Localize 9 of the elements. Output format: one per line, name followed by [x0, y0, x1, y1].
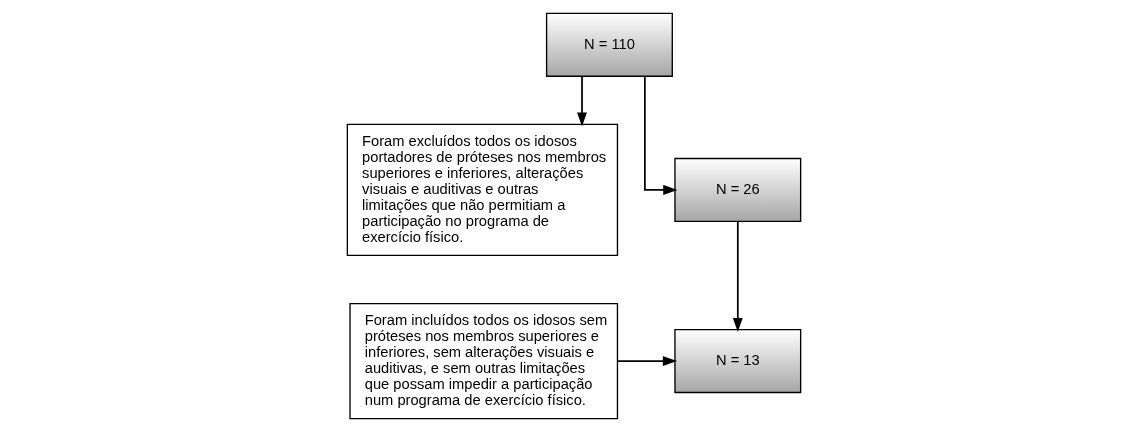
arrow	[576, 75, 587, 127]
node-box: Foram incluídos todos os idosos sem próteses nos membros superiores e inferiores, sem alterações visuais e auditivas, e sem outras limitações que possam impedir a participação num programa de exercício físico.	[348, 302, 618, 420]
arrow	[643, 75, 677, 195]
arrow	[732, 220, 743, 333]
node-box: N = 110	[545, 12, 673, 77]
arrow	[616, 356, 677, 367]
node-box: N = 26	[673, 157, 801, 222]
node-box: Foram excluídos todos os idosos portadores de próteses nos membros superiores e inferiores, alterações visuais e auditivas e outras limitações que não permitiam a participação no programa de exercício físico.	[346, 123, 618, 257]
node-box: N = 13	[673, 329, 801, 394]
